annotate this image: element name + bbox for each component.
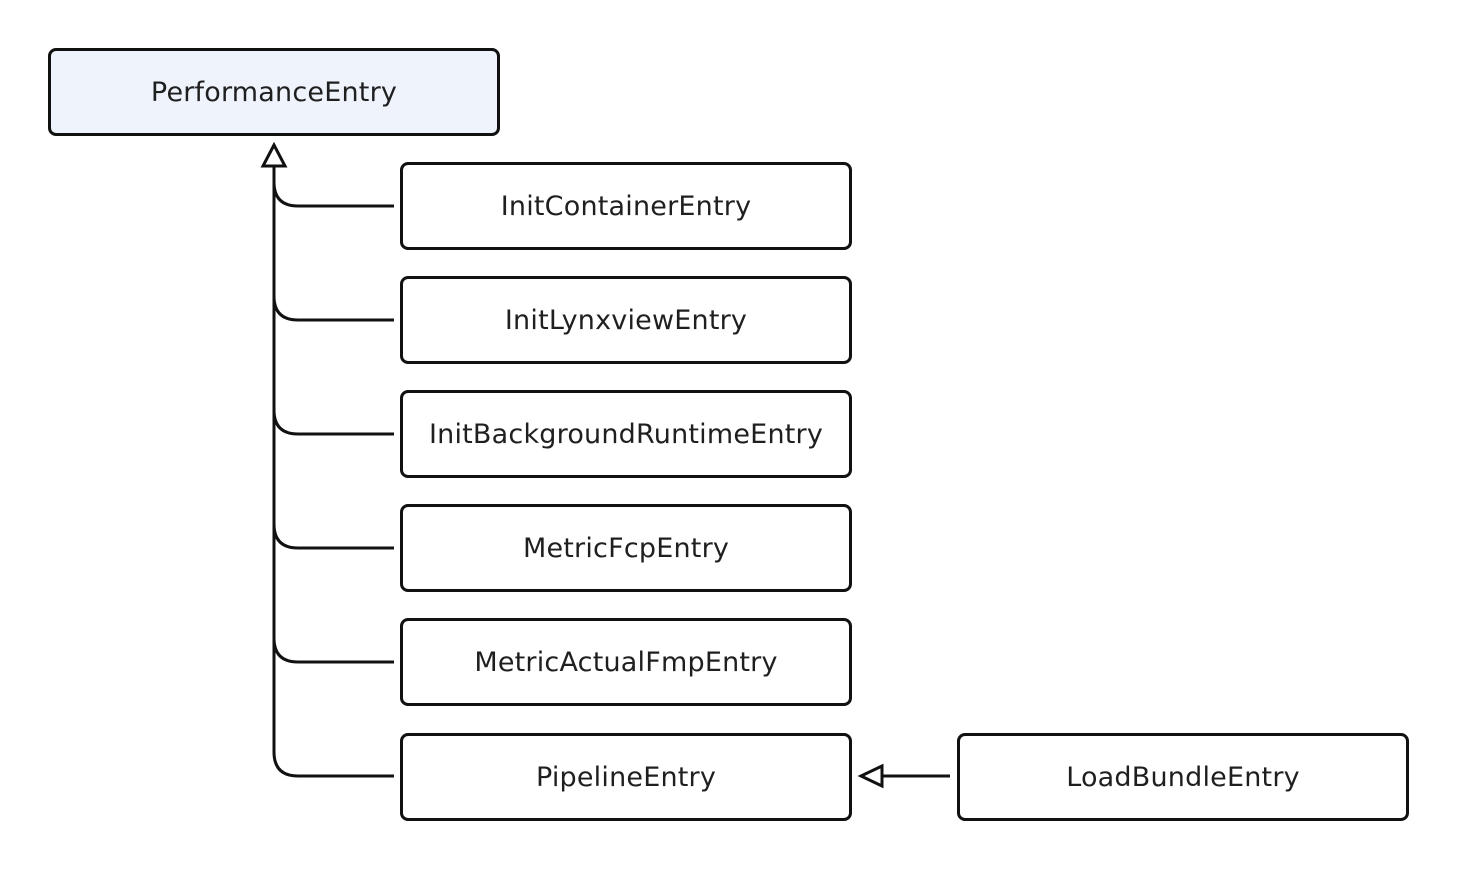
inheritance-arrowhead-performance-entry bbox=[260, 141, 288, 168]
node-load-bundle-entry-label: LoadBundleEntry bbox=[1066, 761, 1300, 793]
node-metric-fcp-entry[interactable]: MetricFcpEntry bbox=[400, 504, 852, 592]
inheritance-arrowhead-pipeline-entry bbox=[857, 763, 884, 789]
node-metric-fcp-entry-label: MetricFcpEntry bbox=[522, 532, 730, 564]
node-pipeline-entry[interactable]: PipelineEntry bbox=[400, 733, 852, 821]
node-init-lynxview-entry[interactable]: InitLynxviewEntry bbox=[400, 276, 852, 364]
node-load-bundle-entry[interactable]: LoadBundleEntry bbox=[957, 733, 1409, 821]
edge-init-background-runtime-entry bbox=[272, 409, 394, 436]
node-init-lynxview-entry-label: InitLynxviewEntry bbox=[504, 304, 748, 336]
node-metric-actual-fmp-entry[interactable]: MetricActualFmpEntry bbox=[400, 618, 852, 706]
node-init-background-runtime-entry-label: InitBackgroundRuntimeEntry bbox=[428, 418, 824, 450]
edge-init-container-entry bbox=[272, 181, 394, 208]
node-performance-entry[interactable]: PerformanceEntry bbox=[48, 48, 500, 136]
node-init-container-entry-label: InitContainerEntry bbox=[500, 190, 752, 222]
node-metric-actual-fmp-entry-label: MetricActualFmpEntry bbox=[474, 646, 778, 678]
edge-metric-fcp-entry bbox=[272, 523, 394, 550]
node-pipeline-entry-label: PipelineEntry bbox=[535, 761, 717, 793]
node-init-background-runtime-entry[interactable]: InitBackgroundRuntimeEntry bbox=[400, 390, 852, 478]
node-init-container-entry[interactable]: InitContainerEntry bbox=[400, 162, 852, 250]
node-performance-entry-label: PerformanceEntry bbox=[150, 76, 398, 108]
edge-metric-actual-fmp-entry bbox=[272, 637, 394, 664]
edge-pipeline-entry bbox=[272, 751, 394, 778]
edge-init-lynxview-entry bbox=[272, 295, 394, 322]
